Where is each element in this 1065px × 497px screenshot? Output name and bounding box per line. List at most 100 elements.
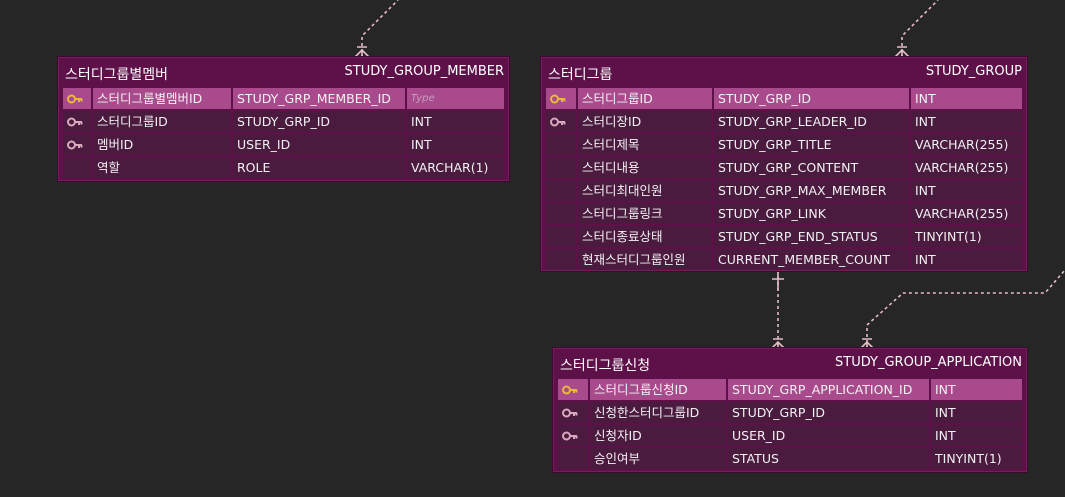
column-physical-name[interactable]: STUDY_GRP_END_STATUS bbox=[714, 226, 909, 247]
column-physical-name[interactable]: STUDY_GRP_ID bbox=[728, 402, 929, 423]
column-physical-name[interactable]: STUDY_GRP_LEADER_ID bbox=[714, 111, 909, 132]
column-logical-name[interactable]: 스터디내용 bbox=[578, 157, 712, 178]
key-cell bbox=[63, 157, 91, 178]
column-logical-name[interactable]: 신청한스터디그룹ID bbox=[590, 402, 726, 423]
column-type[interactable]: VARCHAR(255) bbox=[911, 157, 1022, 178]
column-type[interactable]: TINYINT(1) bbox=[931, 448, 1022, 469]
column-physical-name[interactable]: USER_ID bbox=[233, 134, 405, 155]
column-logical-name[interactable]: 역할 bbox=[93, 157, 231, 178]
key-cell bbox=[546, 111, 576, 132]
column-logical-name[interactable]: 승인여부 bbox=[590, 448, 726, 469]
entity-study-group[interactable]: 스터디그룹 STUDY_GROUP 스터디그룹ID STUDY_GRP_ID I… bbox=[541, 57, 1027, 271]
column-row[interactable]: 멤버ID USER_ID INT bbox=[63, 134, 504, 157]
column-physical-name[interactable]: STUDY_GRP_ID bbox=[714, 88, 909, 109]
column-physical-name[interactable]: STUDY_GRP_TITLE bbox=[714, 134, 909, 155]
column-type[interactable]: INT bbox=[931, 425, 1022, 446]
entity-header[interactable]: 스터디그룹 STUDY_GROUP bbox=[542, 58, 1026, 88]
key-cell bbox=[558, 448, 588, 469]
key-cell bbox=[546, 249, 576, 270]
column-type[interactable]: INT bbox=[911, 88, 1022, 109]
column-type[interactable]: INT bbox=[911, 180, 1022, 201]
column-physical-name[interactable]: STUDY_GRP_LINK bbox=[714, 203, 909, 224]
column-row[interactable]: 스터디장ID STUDY_GRP_LEADER_ID INT bbox=[546, 111, 1022, 134]
entity-study-group-application[interactable]: 스터디그룹신청 STUDY_GROUP_APPLICATION 스터디그룹신청I… bbox=[553, 348, 1027, 472]
key-cell bbox=[558, 379, 588, 400]
column-logical-name[interactable]: 스터디제목 bbox=[578, 134, 712, 155]
column-row[interactable]: 스터디내용 STUDY_GRP_CONTENT VARCHAR(255) bbox=[546, 157, 1022, 180]
column-physical-name[interactable]: CURRENT_MEMBER_COUNT bbox=[714, 249, 909, 270]
key-cell bbox=[546, 134, 576, 155]
column-logical-name[interactable]: 스터디장ID bbox=[578, 111, 712, 132]
column-type[interactable]: Type bbox=[407, 88, 504, 109]
entity-physical-name: STUDY_GROUP_APPLICATION bbox=[835, 355, 1022, 370]
entity-physical-name: STUDY_GROUP_MEMBER bbox=[344, 64, 504, 79]
key-cell bbox=[558, 402, 588, 423]
column-logical-name[interactable]: 스터디그룹별멤버ID bbox=[93, 88, 231, 109]
entity-header[interactable]: 스터디그룹신청 STUDY_GROUP_APPLICATION bbox=[554, 349, 1026, 379]
column-logical-name[interactable]: 멤버ID bbox=[93, 134, 231, 155]
column-list: 스터디그룹신청ID STUDY_GRP_APPLICATION_ID INT 신… bbox=[558, 379, 1022, 471]
relationship-application-user bbox=[866, 269, 1065, 349]
foreign-key-icon bbox=[562, 408, 578, 418]
column-row[interactable]: 역할 ROLE VARCHAR(1) bbox=[63, 157, 504, 180]
column-physical-name[interactable]: ROLE bbox=[233, 157, 405, 178]
column-physical-name[interactable]: USER_ID bbox=[728, 425, 929, 446]
column-row[interactable]: 스터디최대인원 STUDY_GRP_MAX_MEMBER INT bbox=[546, 180, 1022, 203]
column-type[interactable]: VARCHAR(1) bbox=[407, 157, 504, 178]
column-physical-name[interactable]: STUDY_GRP_MEMBER_ID bbox=[233, 88, 405, 109]
column-row[interactable]: 스터디그룹신청ID STUDY_GRP_APPLICATION_ID INT bbox=[558, 379, 1022, 402]
column-physical-name[interactable]: STUDY_GRP_MAX_MEMBER bbox=[714, 180, 909, 201]
key-cell bbox=[546, 180, 576, 201]
column-type[interactable]: INT bbox=[407, 111, 504, 132]
entity-logical-name: 스터디그룹 bbox=[548, 67, 613, 83]
column-logical-name[interactable]: 현재스터디그룹인원 bbox=[578, 249, 712, 270]
column-logical-name[interactable]: 스터디종료상태 bbox=[578, 226, 712, 247]
entity-study-group-member[interactable]: 스터디그룹별멤버 STUDY_GROUP_MEMBER 스터디그룹별멤버ID S… bbox=[58, 57, 509, 181]
key-cell bbox=[546, 88, 576, 109]
column-row[interactable]: 스터디그룹별멤버ID STUDY_GRP_MEMBER_ID Type bbox=[63, 88, 504, 111]
column-physical-name[interactable]: STUDY_GRP_ID bbox=[233, 111, 405, 132]
column-logical-name[interactable]: 스터디그룹링크 bbox=[578, 203, 712, 224]
column-logical-name[interactable]: 스터디최대인원 bbox=[578, 180, 712, 201]
column-row[interactable]: 스터디그룹ID STUDY_GRP_ID INT bbox=[546, 88, 1022, 111]
column-physical-name[interactable]: STUDY_GRP_CONTENT bbox=[714, 157, 909, 178]
relationship-member-user bbox=[361, 0, 399, 58]
column-type[interactable]: INT bbox=[931, 379, 1022, 400]
column-row[interactable]: 신청한스터디그룹ID STUDY_GRP_ID INT bbox=[558, 402, 1022, 425]
entity-logical-name: 스터디그룹신청 bbox=[560, 358, 651, 374]
foreign-key-icon bbox=[67, 140, 83, 150]
column-type[interactable]: INT bbox=[911, 111, 1022, 132]
column-type[interactable]: TINYINT(1) bbox=[911, 226, 1022, 247]
foreign-key-icon bbox=[550, 117, 566, 127]
column-row[interactable]: 스터디그룹링크 STUDY_GRP_LINK VARCHAR(255) bbox=[546, 203, 1022, 226]
relationship-group-application-one-marker bbox=[772, 270, 784, 290]
key-cell bbox=[63, 111, 91, 132]
column-row[interactable]: 스터디종료상태 STUDY_GRP_END_STATUS TINYINT(1) bbox=[546, 226, 1022, 249]
column-row[interactable]: 승인여부 STATUS TINYINT(1) bbox=[558, 448, 1022, 471]
foreign-key-icon bbox=[562, 431, 578, 441]
entity-header[interactable]: 스터디그룹별멤버 STUDY_GROUP_MEMBER bbox=[59, 58, 508, 88]
column-type[interactable]: INT bbox=[911, 249, 1022, 270]
column-row[interactable]: 현재스터디그룹인원 CURRENT_MEMBER_COUNT INT bbox=[546, 249, 1022, 272]
column-type[interactable]: VARCHAR(255) bbox=[911, 203, 1022, 224]
entity-logical-name: 스터디그룹별멤버 bbox=[65, 67, 169, 83]
key-cell bbox=[546, 203, 576, 224]
column-row[interactable]: 스터디제목 STUDY_GRP_TITLE VARCHAR(255) bbox=[546, 134, 1022, 157]
column-logical-name[interactable]: 스터디그룹ID bbox=[578, 88, 712, 109]
column-logical-name[interactable]: 신청자ID bbox=[590, 425, 726, 446]
column-row[interactable]: 신청자ID USER_ID INT bbox=[558, 425, 1022, 448]
column-type[interactable]: VARCHAR(255) bbox=[911, 134, 1022, 155]
column-type[interactable]: INT bbox=[407, 134, 504, 155]
column-type[interactable]: INT bbox=[931, 402, 1022, 423]
primary-key-icon bbox=[67, 94, 83, 104]
column-row[interactable]: 스터디그룹ID STUDY_GRP_ID INT bbox=[63, 111, 504, 134]
column-list: 스터디그룹별멤버ID STUDY_GRP_MEMBER_ID Type 스터디그… bbox=[63, 88, 504, 180]
primary-key-icon bbox=[550, 94, 566, 104]
column-logical-name[interactable]: 스터디그룹신청ID bbox=[590, 379, 726, 400]
column-logical-name[interactable]: 스터디그룹ID bbox=[93, 111, 231, 132]
key-cell bbox=[546, 226, 576, 247]
column-physical-name[interactable]: STATUS bbox=[728, 448, 929, 469]
key-cell bbox=[558, 425, 588, 446]
column-physical-name[interactable]: STUDY_GRP_APPLICATION_ID bbox=[728, 379, 929, 400]
key-cell bbox=[63, 134, 91, 155]
